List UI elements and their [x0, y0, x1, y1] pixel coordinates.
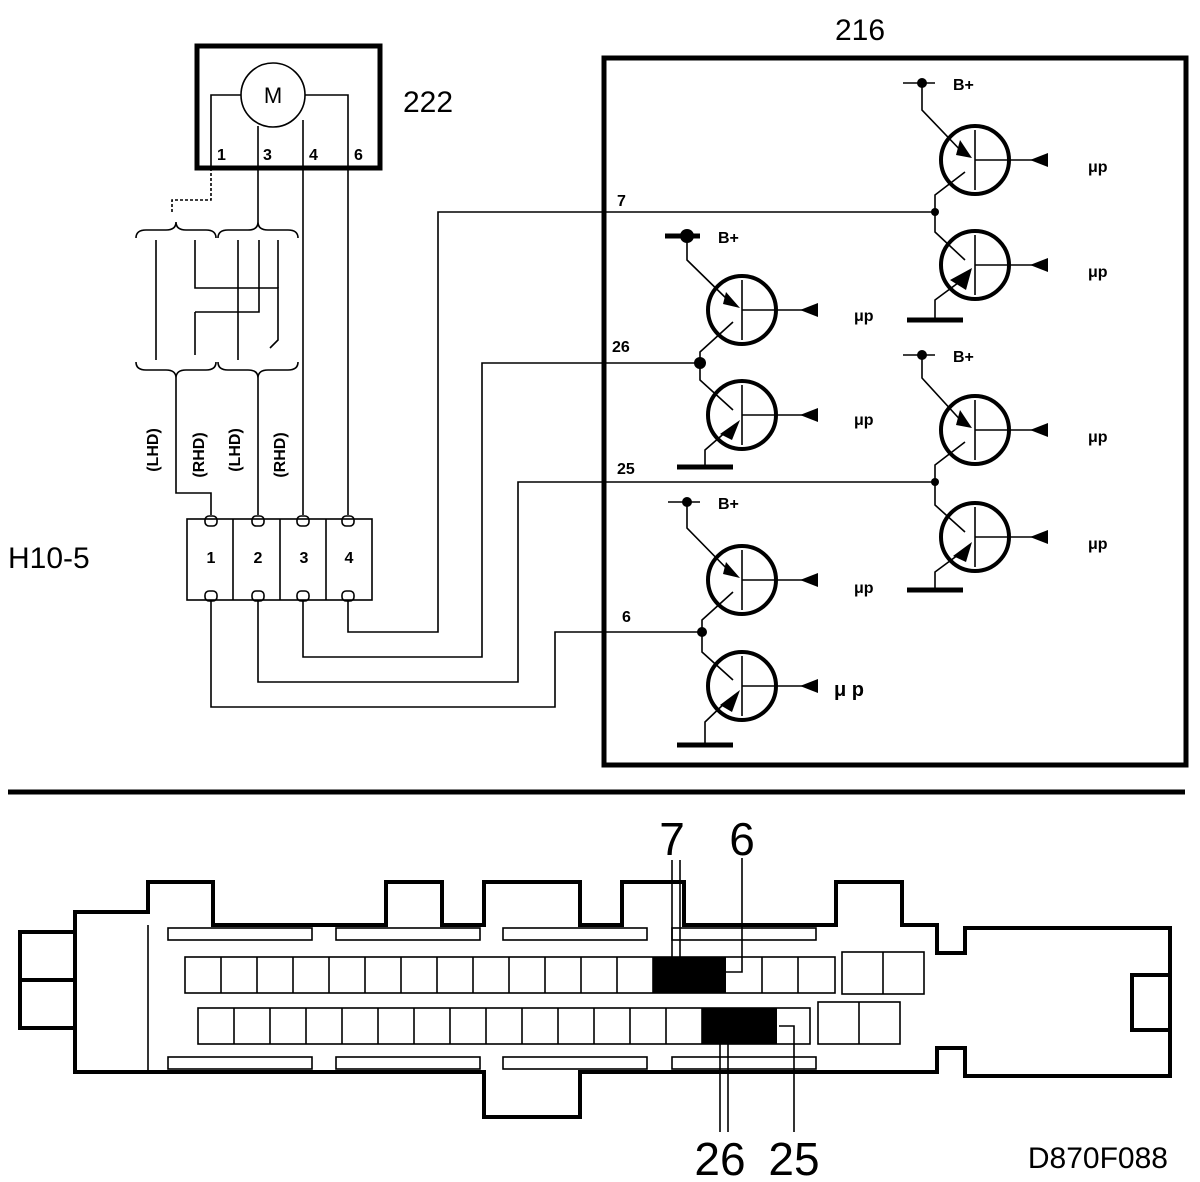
control-label: μp — [1088, 264, 1108, 281]
motor-ref-222: 222 — [403, 86, 453, 119]
connector-ref-h10-5: H10-5 — [8, 542, 90, 575]
connector-pin-4: 4 — [345, 550, 354, 567]
callout-pin-6: 6 — [729, 813, 755, 865]
connector-h10-5: 1 2 3 4 — [186, 515, 373, 602]
driver-stage-pin-26: B+ μp μp — [665, 229, 874, 467]
supply-label: B+ — [953, 349, 974, 366]
connector-pin-3: 3 — [300, 550, 309, 567]
motor-pin-6: 6 — [354, 147, 363, 164]
control-label: μp — [1088, 159, 1108, 176]
callout-pin-25: 25 — [768, 1133, 819, 1182]
supply-label: B+ — [718, 230, 739, 247]
module-pin-25: 25 — [617, 461, 635, 478]
motor-222: M 1 3 4 6 — [194, 43, 383, 171]
lower-cavity-row — [197, 1001, 901, 1045]
driver-stage-pin-25: B+ μp μp — [903, 349, 1108, 590]
motor-wiring: (LHD) (RHD) (LHD) (RHD) — [135, 168, 349, 515]
motor-pin-1: 1 — [217, 147, 226, 164]
control-label: μp — [1088, 429, 1108, 446]
module-pin-6: 6 — [622, 609, 631, 626]
supply-label: B+ — [718, 496, 739, 513]
motor-pin-3: 3 — [263, 147, 272, 164]
variant-rhd-1: (RHD) — [191, 432, 208, 477]
control-label: μp — [854, 308, 874, 325]
supply-label: B+ — [953, 77, 974, 94]
callout-pin-7: 7 — [659, 813, 685, 865]
ecu-connector-face — [18, 858, 1172, 1132]
cavity-7-highlight — [653, 957, 726, 993]
upper-cavity-row — [184, 951, 925, 995]
module-pin-7: 7 — [617, 193, 626, 210]
harness-wiring — [210, 211, 935, 708]
motor-symbol: M — [264, 83, 282, 108]
driver-stage-pin-7: B+ μp μp — [903, 77, 1108, 320]
module-pin-26: 26 — [612, 339, 630, 356]
callout-pin-26: 26 — [694, 1133, 745, 1182]
driver-stage-pin-6: B+ μp μ p — [668, 496, 874, 745]
control-label: μp — [854, 580, 874, 597]
motor-pin-4: 4 — [309, 147, 318, 164]
variant-lhd-1: (LHD) — [145, 428, 162, 472]
variant-rhd-2: (RHD) — [272, 432, 289, 477]
variant-lhd-2: (LHD) — [227, 428, 244, 472]
control-label: μp — [854, 412, 874, 429]
control-label: μ p — [834, 679, 864, 701]
control-label: μp — [1088, 536, 1108, 553]
connector-pin-1: 1 — [207, 550, 216, 567]
drawing-code: D870F088 — [1028, 1142, 1168, 1175]
module-216 — [601, 55, 1189, 768]
connector-pin-2: 2 — [254, 550, 263, 567]
cavity-26-highlight — [702, 1008, 777, 1044]
module-ref-216: 216 — [835, 14, 885, 47]
